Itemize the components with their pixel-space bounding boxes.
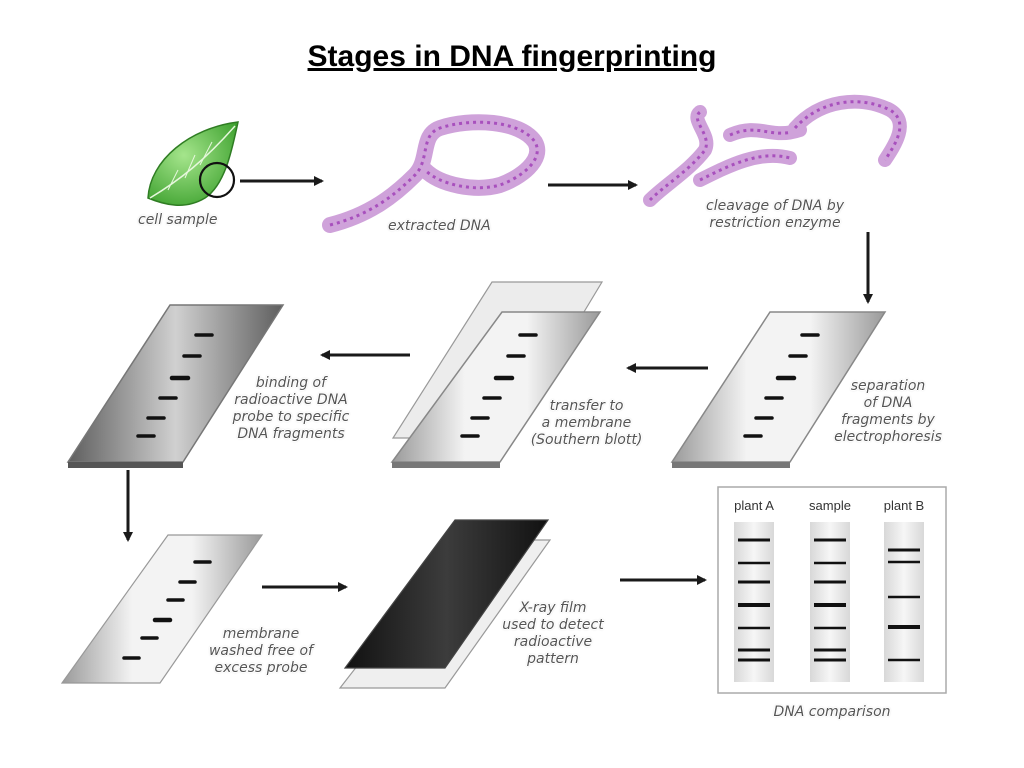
lane-header-plant-a: plant A <box>734 498 774 513</box>
label-extracted-dna: extracted DNA <box>388 218 491 234</box>
leaf-icon <box>147 121 239 206</box>
label-cleavage: cleavage of DNA by restriction enzyme <box>706 198 844 231</box>
extracted-dna-icon <box>322 114 546 233</box>
lane-header-plant-b: plant B <box>883 498 925 513</box>
label-separation: separation of DNA fragments by electroph… <box>834 378 942 445</box>
label-xray: X-ray film used to detect radioactive pa… <box>502 600 604 667</box>
electrophoresis-gel <box>670 311 887 468</box>
lane-header-sample: sample <box>809 498 851 513</box>
label-cell-sample: cell sample <box>138 212 218 228</box>
label-membrane-washed: membrane washed free of excess probe <box>208 626 313 676</box>
page-title: Stages in DNA fingerprinting <box>307 40 717 73</box>
cleaved-dna-icon <box>643 94 907 207</box>
label-dna-comparison: DNA comparison <box>773 704 891 720</box>
dna-comparison-panel <box>717 486 947 694</box>
washed-membrane <box>60 534 264 684</box>
xray-film <box>338 519 552 689</box>
membrane-transfer <box>390 281 604 468</box>
label-transfer: transfer to a membrane (Southern blott) <box>530 398 643 448</box>
probe-binding-gel <box>66 304 285 468</box>
label-binding: binding of radioactive DNA probe to spec… <box>232 375 350 442</box>
